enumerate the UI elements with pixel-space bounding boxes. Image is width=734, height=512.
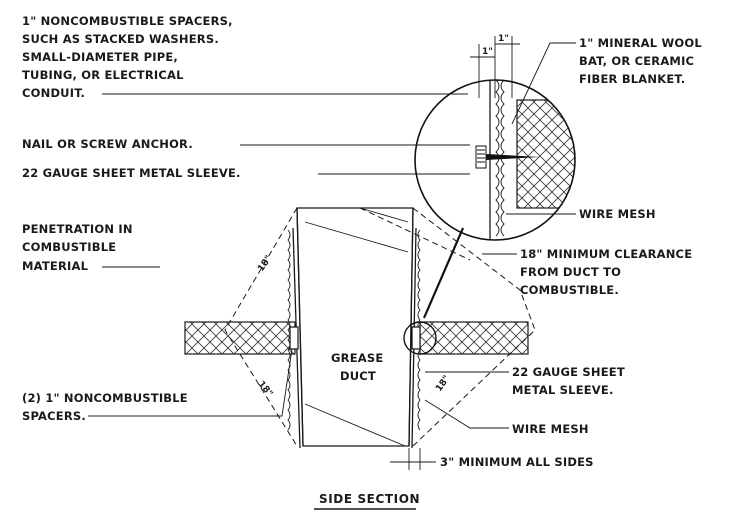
nail-label: NAIL OR SCREW ANCHOR. (22, 137, 193, 151)
spacers-label-line2: SUCH AS STACKED WASHERS. (22, 32, 219, 46)
mesh-top-label: WIRE MESH (579, 207, 656, 221)
dim-18inch-a: 18" (256, 254, 274, 274)
duct-edge-line-2 (359, 207, 409, 223)
duct-label-line1: GREASE (331, 351, 383, 365)
spacers2-leader (88, 348, 293, 417)
detail-connector (422, 227, 465, 319)
spacers-label-line1: 1" NONCOMBUSTIBLE SPACERS, (22, 14, 233, 28)
duct-left-wall (296, 207, 304, 447)
drawing-title: SIDE SECTION (319, 492, 420, 506)
penetration-label-line3: MATERIAL (22, 259, 89, 273)
left-combustible-slab (184, 321, 296, 355)
spacers2-label-line1: (2) 1" NONCOMBUSTIBLE (22, 391, 188, 405)
detail-screw-anchor (486, 154, 540, 160)
left-wire-mesh (287, 229, 291, 431)
sleeve-top-label: 22 GAUGE SHEET METAL SLEEVE. (22, 166, 241, 180)
penetration-label-line1: PENETRATION IN (22, 222, 133, 236)
dim-18inch-c: 18" (434, 374, 452, 394)
dim-1inch-a: 1" (482, 47, 493, 57)
dim-1inch-b: 1" (498, 34, 509, 44)
wool-label-line1: 1" MINERAL WOOL (579, 36, 702, 50)
min-sides-label: 3" MINIMUM ALL SIDES (440, 455, 594, 469)
duct-edge-line-3 (304, 403, 406, 447)
penetration-label-line2: COMBUSTIBLE (22, 240, 116, 254)
detail-circle (414, 79, 576, 241)
right-spacers (411, 326, 421, 350)
wool-label-line2: BAT, OR CERAMIC (579, 54, 694, 68)
wool-leader (511, 42, 576, 125)
dim-18inch-b: 18" (256, 380, 275, 400)
right-combustible-slab (419, 321, 529, 355)
sleeve-right-label-line1: 22 GAUGE SHEET (512, 365, 625, 379)
sleeve-right-label-line2: METAL SLEEVE. (512, 383, 614, 397)
wool-label-line3: FIBER BLANKET. (579, 72, 685, 86)
spacers-label-line5: CONDUIT. (22, 86, 85, 100)
left-clearance-line (224, 207, 298, 447)
duct-right-wall (408, 207, 414, 447)
grease-duct (296, 207, 414, 447)
detail-washers (475, 145, 487, 169)
left-spacers (289, 326, 299, 350)
duct-label-line2: DUCT (340, 369, 376, 383)
clearance-label-line3: COMBUSTIBLE. (520, 283, 619, 297)
spacers2-label-line2: SPACERS. (22, 409, 86, 423)
right-clearance-line (412, 207, 536, 447)
detail-callout (414, 79, 576, 241)
detail-reference-circle (403, 321, 437, 355)
clearance-label-line1: 18" MINIMUM CLEARANCE (520, 247, 692, 261)
clearance-label-line2: FROM DUCT TO (520, 265, 621, 279)
spacers-label-line4: TUBING, OR ELECTRICAL (22, 68, 184, 82)
upper-clearance-line (359, 207, 471, 261)
spacers-label-line3: SMALL-DIAMETER PIPE, (22, 50, 178, 64)
mesh-bottom-leader (424, 399, 509, 429)
mesh-bottom-label: WIRE MESH (512, 422, 589, 436)
duct-edge-line-1 (304, 221, 409, 253)
